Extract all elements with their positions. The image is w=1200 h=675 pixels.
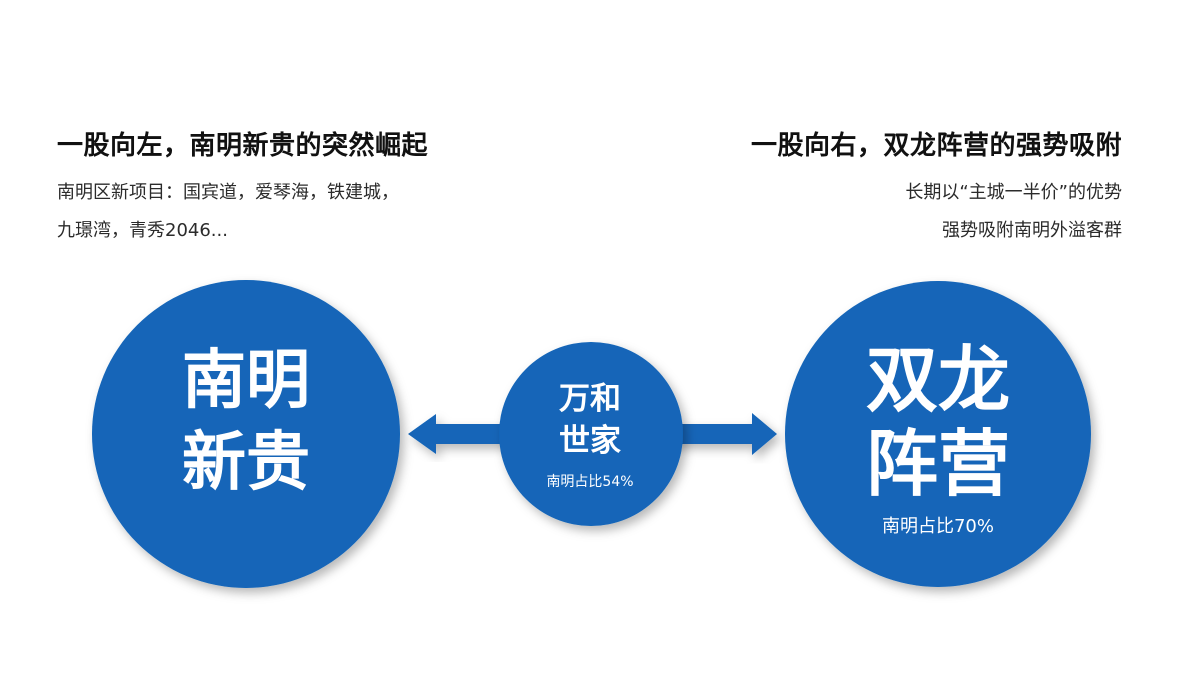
- right-detail-line: 强势吸附南明外溢客群: [942, 220, 1122, 241]
- center-node-share: 南明占比54%: [546, 474, 634, 490]
- center-node-label-line: 万和: [559, 381, 621, 417]
- left-node-label-line: 南明: [182, 344, 310, 418]
- left-heading: 一股向左，南明新贵的突然崛起: [57, 131, 429, 161]
- right-node-label-line: 双龙: [865, 338, 1010, 422]
- left-node-label: 南明 新贵: [103, 340, 389, 504]
- left-detail-line: 南明区新项目：国宾道，爱琴海，铁建城，: [57, 182, 399, 203]
- left-text-block: 一股向左，南明新贵的突然崛起 南明区新项目：国宾道，爱琴海，铁建城， 九璟湾，青…: [57, 126, 517, 250]
- left-detail-line: 九璟湾，青秀2046...: [57, 220, 228, 241]
- right-node-share: 南明占比70%: [881, 516, 994, 537]
- right-detail-line: 长期以“主城一半价”的优势: [905, 182, 1122, 203]
- left-node-circle: [92, 280, 400, 588]
- left-node-label-line: 新贵: [182, 426, 310, 500]
- right-arrow: [672, 413, 777, 455]
- right-text-block: 一股向右，双龙阵营的强势吸附 长期以“主城一半价”的优势 强势吸附南明外溢客群: [652, 126, 1122, 250]
- left-arrow: [408, 414, 508, 454]
- right-node-circle: [785, 281, 1091, 587]
- right-node-label-line: 阵营: [865, 422, 1010, 506]
- center-node-label: 万和 世家: [510, 378, 670, 462]
- center-node-label-line: 世家: [559, 423, 621, 459]
- center-node-circle: [499, 342, 683, 526]
- right-node-label: 双龙 阵营: [788, 338, 1088, 506]
- right-heading: 一股向右，双龙阵营的强势吸附: [750, 131, 1122, 161]
